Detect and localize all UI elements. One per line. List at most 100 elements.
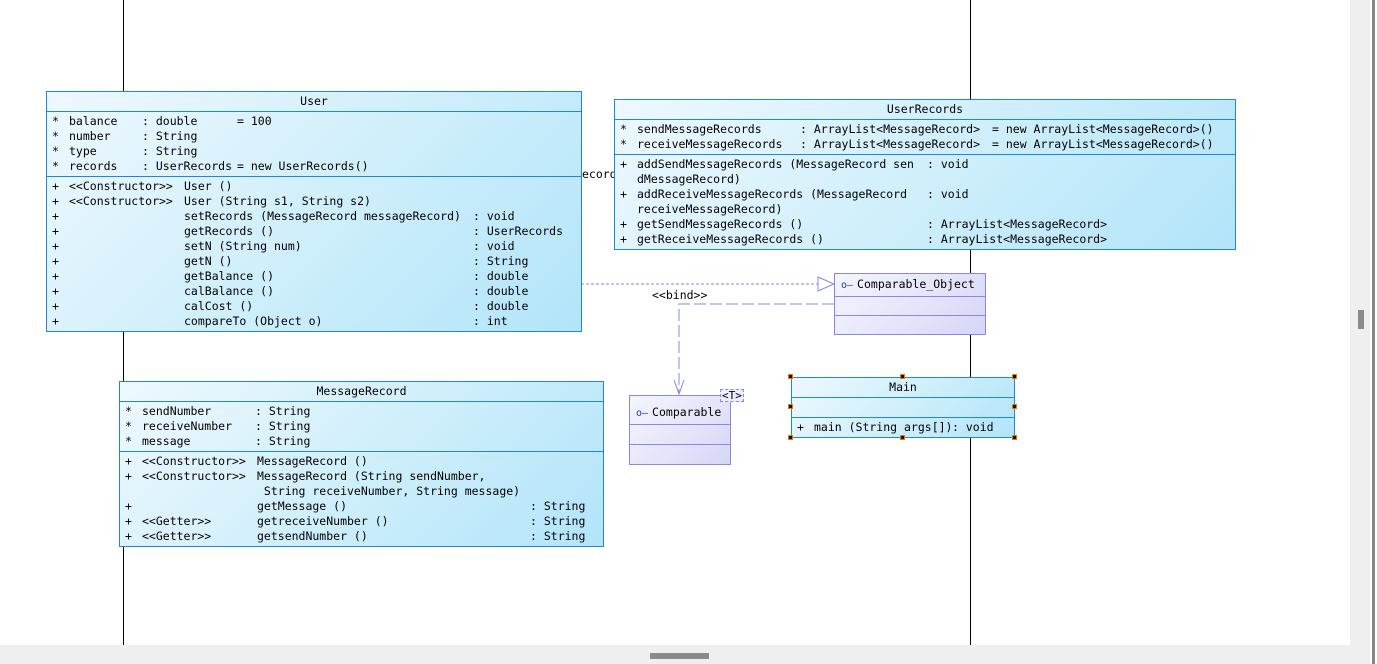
class-title: User xyxy=(47,92,581,112)
operation-signature: MessageRecord () xyxy=(257,454,368,468)
operation-row[interactable]: +setRecords (MessageRecord messageRecord… xyxy=(52,209,581,224)
operation-row[interactable]: +<<Constructor>>MessageRecord (String se… xyxy=(125,469,603,499)
resize-handle-ne[interactable] xyxy=(1012,374,1017,379)
operations-compartment xyxy=(835,316,985,334)
class-user[interactable]: User *balance: double= 100*number: Strin… xyxy=(46,91,582,332)
attribute-name: type xyxy=(69,144,97,158)
resize-handle-w[interactable] xyxy=(788,404,793,409)
operation-row[interactable]: +getMessage (): String xyxy=(125,499,603,514)
operations-compartment: +<<Constructor>>MessageRecord ()+<<Const… xyxy=(120,452,603,546)
operation-row[interactable]: + getReceiveMessageRecords () : ArrayList<… xyxy=(620,232,1235,247)
attributes-compartment: *sendMessageRecords: ArrayList<MessageRe… xyxy=(615,120,1235,155)
visibility: + xyxy=(797,420,804,434)
operation-signature: getMessage () xyxy=(257,499,348,513)
attribute-type: : ArrayList<MessageRecord> xyxy=(800,137,981,151)
operation-row[interactable]: +getN (): String xyxy=(52,254,581,269)
operation-signature: setRecords (MessageRecord messageRecord) xyxy=(184,209,461,223)
operation-row[interactable]: +getBalance (): double xyxy=(52,269,581,284)
operation-row[interactable]: +addSendMessageRecords (MessageRecord se… xyxy=(620,157,1235,187)
visibility: + xyxy=(620,187,627,201)
visibility: * xyxy=(620,122,627,136)
operation-row[interactable]: +<<Getter>>getsendNumber (): String xyxy=(125,529,603,544)
initial-value: = new ArrayList<MessageRecord>() xyxy=(992,122,1214,136)
vertical-scrollbar[interactable] xyxy=(1350,0,1370,664)
attribute-row[interactable]: *receiveNumber: String xyxy=(125,419,603,434)
return-type: : UserRecords xyxy=(473,224,564,238)
stereotype: <<Constructor>> xyxy=(69,194,173,208)
operation-row[interactable]: +<<Constructor>>MessageRecord () xyxy=(125,454,603,469)
resize-handle-se[interactable] xyxy=(1012,435,1017,440)
operation-row[interactable]: + getRecords () : UserRecords xyxy=(52,224,581,239)
attributes-compartment xyxy=(630,425,730,445)
initial-value: = new UserRecords() xyxy=(237,159,369,173)
attribute-name: message xyxy=(142,434,191,448)
class-messagerecord[interactable]: MessageRecord *sendNumber: String*receiv… xyxy=(119,381,604,547)
resize-handle-e[interactable] xyxy=(1012,404,1017,409)
operation-row[interactable]: +main (String args[]): void xyxy=(797,420,1014,435)
operation-row[interactable]: +calCost (): double xyxy=(52,299,581,314)
operation-row[interactable]: +getSendMessageRecords (): ArrayList<Mes… xyxy=(620,217,1235,232)
attribute-name: number xyxy=(69,129,111,143)
return-type: : ArrayList<MessageRecord> xyxy=(927,232,1108,246)
visibility: + xyxy=(52,224,59,238)
attribute-row[interactable]: *type: String xyxy=(52,144,581,159)
visibility: + xyxy=(125,499,132,513)
initial-value: = 100 xyxy=(237,114,272,128)
association-role-label: ecorda xyxy=(582,167,624,181)
visibility: + xyxy=(52,194,59,208)
return-type: : String xyxy=(530,514,586,528)
resize-handle-sw[interactable] xyxy=(788,435,793,440)
attribute-row[interactable]: *sendMessageRecords: ArrayList<MessageRe… xyxy=(620,122,1235,137)
return-type: : int xyxy=(473,314,508,328)
visibility: * xyxy=(52,144,59,158)
attribute-type: : String xyxy=(255,434,311,448)
visibility: + xyxy=(52,239,59,253)
operation-signature: getRecords () xyxy=(184,224,275,238)
stereotype: <<Constructor>> xyxy=(69,179,173,193)
class-userrecords[interactable]: UserRecords *sendMessageRecords: ArrayLi… xyxy=(614,99,1236,250)
attributes-compartment: *balance: double= 100*number: String*typ… xyxy=(47,112,581,177)
resize-handle-s[interactable] xyxy=(900,435,905,440)
visibility: + xyxy=(52,179,59,193)
interface-title: Comparable_Object xyxy=(857,277,975,291)
interface-comparable-object[interactable]: o—Comparable_Object xyxy=(834,273,986,335)
visibility: + xyxy=(52,299,59,313)
visibility: + xyxy=(620,232,627,246)
operation-row[interactable]: +calBalance (): double xyxy=(52,284,581,299)
operation-row[interactable]: + <<Constructor>> User () xyxy=(52,179,581,194)
operation-row[interactable]: +<<Getter>>getreceiveNumber (): String xyxy=(125,514,603,529)
attribute-row[interactable]: *sendNumber: String xyxy=(125,404,603,419)
operation-signature: calCost () xyxy=(184,299,254,313)
return-type: : void xyxy=(952,420,994,434)
operation-row[interactable]: +addReceiveMessageRecords (MessageRecord… xyxy=(620,187,1235,217)
visibility: + xyxy=(125,469,132,483)
visibility: + xyxy=(52,284,59,298)
vertical-scrollbar-thumb[interactable] xyxy=(1358,310,1364,329)
attribute-row[interactable]: *message: String xyxy=(125,434,603,449)
diagram-canvas[interactable]: ecorda <<bind>> User *balance: double= 1… xyxy=(0,0,1350,645)
attribute-row[interactable]: *records: UserRecords= new UserRecords() xyxy=(52,159,581,174)
return-type: : double xyxy=(473,284,529,298)
visibility: + xyxy=(125,529,132,543)
attributes-compartment xyxy=(835,297,985,316)
operation-row[interactable]: +setN (String num): void xyxy=(52,239,581,254)
operation-signature: getReceiveMessageRecords () xyxy=(637,232,824,246)
visibility: * xyxy=(52,129,59,143)
operation-row[interactable]: +compareTo (Object o): int xyxy=(52,314,581,329)
resize-handle-nw[interactable] xyxy=(788,374,793,379)
attribute-row[interactable]: *balance: double= 100 xyxy=(52,114,581,129)
horizontal-scrollbar-thumb[interactable] xyxy=(650,653,709,659)
class-main[interactable]: Main +main (String args[]): void xyxy=(791,377,1015,438)
stereotype: <<Getter>> xyxy=(142,514,212,528)
bind-arrowhead xyxy=(673,379,685,396)
operation-signature: User () xyxy=(184,179,233,193)
visibility: + xyxy=(125,514,132,528)
attribute-row[interactable]: *number: String xyxy=(52,129,581,144)
template-parameter-badge: <T> xyxy=(720,389,744,402)
operation-signature: setN (String num) xyxy=(184,239,302,253)
operation-row[interactable]: +<<Constructor>>User (String s1, String … xyxy=(52,194,581,209)
resize-handle-n[interactable] xyxy=(900,374,905,379)
attribute-row[interactable]: *receiveMessageRecords: ArrayList<Messag… xyxy=(620,137,1235,152)
operation-signature: getN () xyxy=(184,254,233,268)
interface-comparable[interactable]: o—Comparable xyxy=(629,395,731,465)
